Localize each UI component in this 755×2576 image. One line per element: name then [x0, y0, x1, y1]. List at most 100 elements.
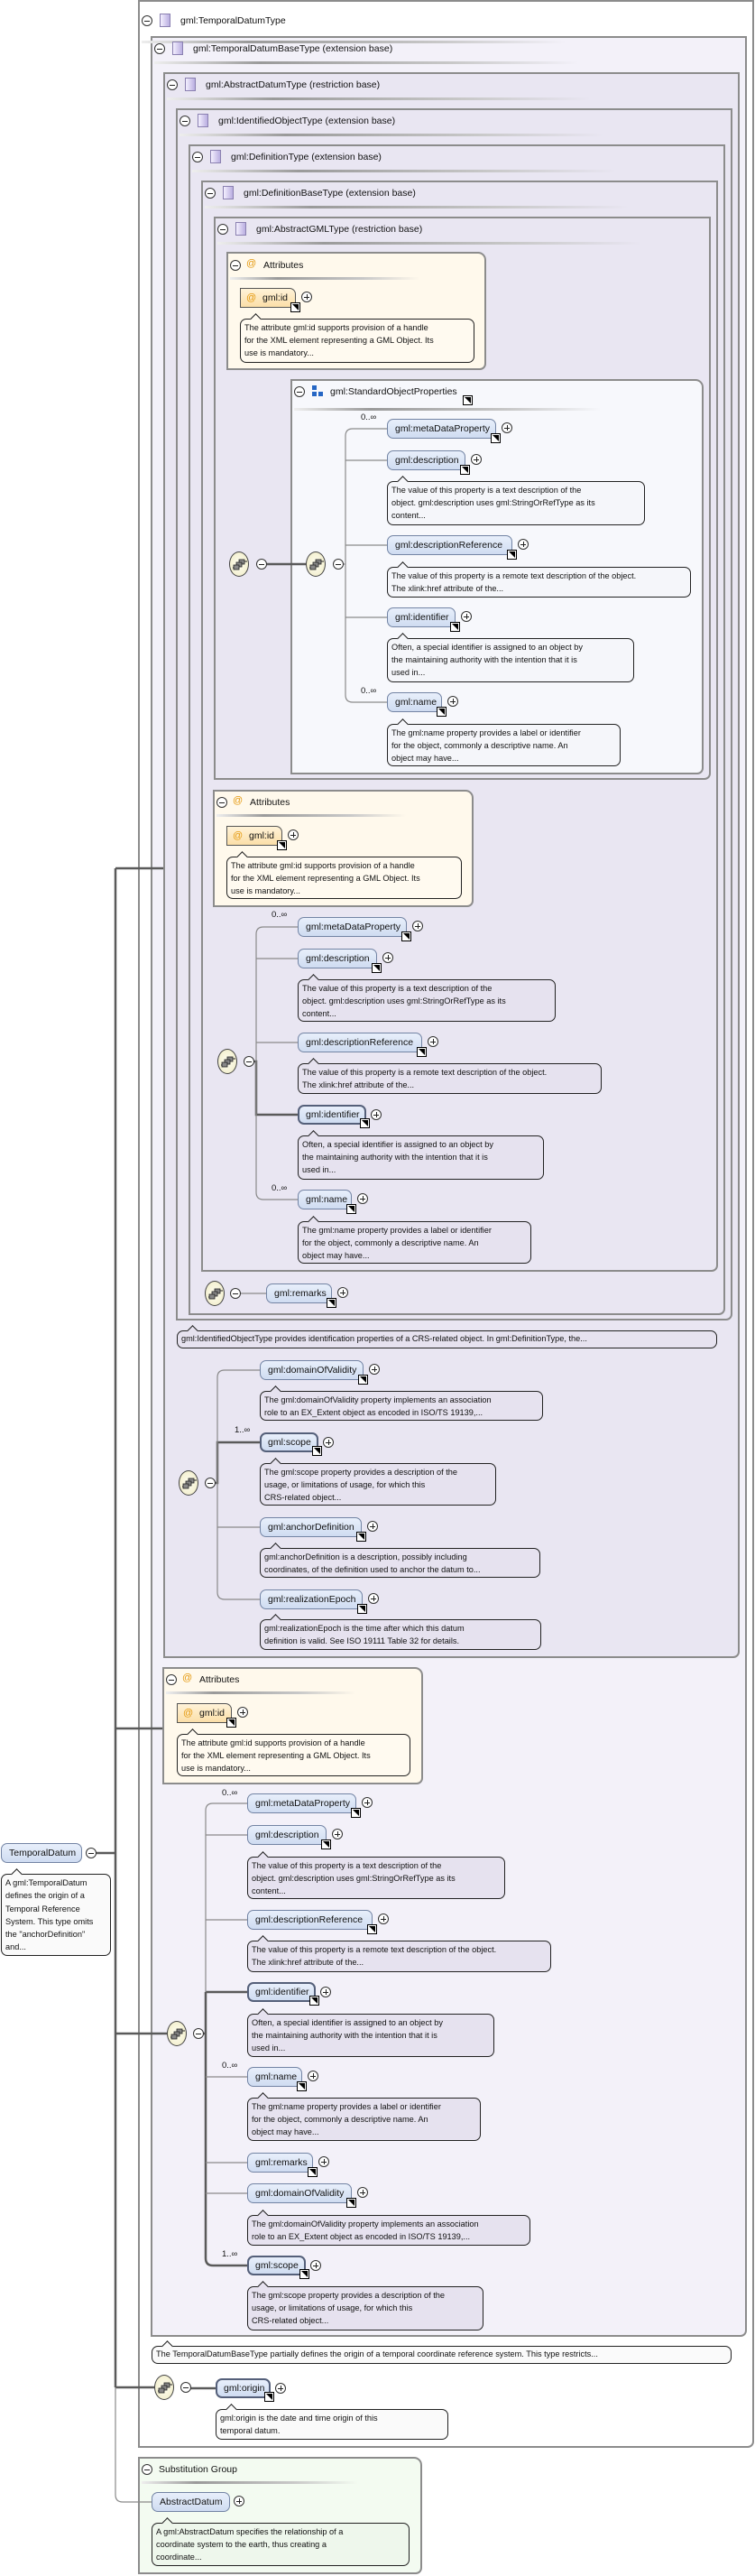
expand-icon[interactable]: [447, 696, 458, 707]
collapse-icon[interactable]: [192, 152, 203, 162]
reference-arrow-icon[interactable]: [321, 1839, 331, 1849]
collapse-icon[interactable]: [216, 797, 227, 808]
reference-arrow-icon[interactable]: [367, 1924, 377, 1934]
reference-arrow-icon[interactable]: [327, 1298, 336, 1308]
reference-arrow-icon[interactable]: [312, 1446, 322, 1456]
reference-arrow-icon[interactable]: [356, 1532, 366, 1542]
element-metadataproperty[interactable]: gml:metaDataProperty: [247, 1793, 373, 1818]
element-temporaldatum[interactable]: TemporalDatum: [1, 1843, 82, 1863]
attribute-gml-id[interactable]: @gml:id: [240, 288, 312, 312]
expand-icon[interactable]: [323, 1437, 334, 1448]
reference-arrow-icon[interactable]: [226, 1718, 236, 1728]
expand-icon[interactable]: [310, 2260, 321, 2271]
sequence-compositor-icon[interactable]: [154, 2375, 174, 2400]
element-remarks[interactable]: gml:remarks: [266, 1283, 348, 1308]
collapse-icon[interactable]: [86, 1848, 97, 1858]
collapse-icon[interactable]: [256, 559, 267, 570]
expand-icon[interactable]: [320, 1987, 331, 1997]
collapse-icon[interactable]: [244, 1056, 254, 1067]
collapse-icon[interactable]: [230, 260, 241, 271]
expand-icon[interactable]: [332, 1829, 343, 1839]
collapse-icon[interactable]: [166, 1674, 177, 1685]
expand-icon[interactable]: [357, 1193, 368, 1204]
element-identifier[interactable]: gml:identifier: [247, 1982, 331, 2006]
reference-arrow-icon[interactable]: [299, 2269, 309, 2279]
attribute-gml-id[interactable]: @gml:id: [226, 826, 299, 850]
element-realizationepoch[interactable]: gml:realizationEpoch: [260, 1589, 379, 1614]
element-identifier[interactable]: gml:identifier: [298, 1105, 382, 1128]
expand-icon[interactable]: [367, 1521, 378, 1532]
reference-arrow-icon[interactable]: [372, 963, 382, 973]
reference-arrow-icon[interactable]: [346, 1204, 356, 1214]
expand-icon[interactable]: [412, 921, 423, 931]
element-description[interactable]: gml:description: [387, 450, 482, 475]
collapse-icon[interactable]: [333, 559, 344, 570]
expand-icon[interactable]: [237, 1707, 248, 1718]
collapse-icon[interactable]: [294, 386, 305, 397]
element-domainofvalidity[interactable]: gml:domainOfValidity: [247, 2183, 368, 2208]
element-descriptionreference[interactable]: gml:descriptionReference: [387, 535, 529, 560]
reference-arrow-icon[interactable]: [463, 395, 473, 405]
expand-icon[interactable]: [308, 2071, 318, 2081]
collapse-icon[interactable]: [217, 224, 228, 235]
reference-arrow-icon[interactable]: [437, 707, 447, 717]
expand-icon[interactable]: [461, 611, 472, 622]
expand-icon[interactable]: [471, 454, 482, 465]
collapse-icon[interactable]: [193, 2028, 204, 2039]
expand-icon[interactable]: [234, 2496, 244, 2507]
element-description[interactable]: gml:description: [247, 1825, 343, 1849]
sequence-compositor-icon[interactable]: [229, 551, 249, 577]
reference-arrow-icon[interactable]: [297, 2081, 307, 2091]
element-description[interactable]: gml:description: [298, 949, 393, 973]
reference-arrow-icon[interactable]: [417, 1047, 427, 1057]
expand-icon[interactable]: [378, 1913, 389, 1924]
collapse-icon[interactable]: [205, 1478, 216, 1488]
reference-arrow-icon[interactable]: [360, 1118, 370, 1128]
element-descriptionreference[interactable]: gml:descriptionReference: [298, 1033, 438, 1057]
element-abstractdatum[interactable]: AbstractDatum: [152, 2492, 244, 2512]
reference-arrow-icon[interactable]: [401, 931, 411, 941]
reference-arrow-icon[interactable]: [351, 1808, 361, 1818]
collapse-icon[interactable]: [154, 43, 165, 54]
element-name[interactable]: gml:name: [298, 1190, 368, 1214]
sequence-compositor-icon[interactable]: [217, 1049, 237, 1074]
sequence-compositor-icon[interactable]: [167, 2021, 187, 2046]
reference-arrow-icon[interactable]: [309, 1996, 319, 2006]
expand-icon[interactable]: [518, 539, 529, 550]
element-scope[interactable]: gml:scope: [247, 2256, 321, 2279]
reference-arrow-icon[interactable]: [491, 433, 501, 443]
expand-icon[interactable]: [301, 292, 312, 302]
element-descriptionreference[interactable]: gml:descriptionReference: [247, 1910, 389, 1934]
collapse-icon[interactable]: [180, 116, 190, 126]
expand-icon[interactable]: [362, 1797, 373, 1808]
element-metadataproperty[interactable]: gml:metaDataProperty: [387, 419, 512, 443]
collapse-icon[interactable]: [180, 2382, 191, 2393]
collapse-icon[interactable]: [142, 15, 152, 26]
collapse-icon[interactable]: [230, 1288, 241, 1299]
element-scope[interactable]: gml:scope: [260, 1432, 334, 1456]
reference-arrow-icon[interactable]: [358, 1375, 368, 1385]
collapse-icon[interactable]: [205, 188, 216, 199]
reference-arrow-icon[interactable]: [450, 622, 460, 632]
expand-icon[interactable]: [288, 829, 299, 840]
reference-arrow-icon[interactable]: [507, 550, 517, 560]
element-origin[interactable]: gml:origin: [216, 2378, 286, 2402]
collapse-icon[interactable]: [167, 79, 178, 90]
sequence-compositor-icon[interactable]: [205, 1281, 225, 1306]
expand-icon[interactable]: [371, 1109, 382, 1120]
reference-arrow-icon[interactable]: [290, 302, 300, 312]
expand-icon[interactable]: [368, 1593, 379, 1604]
sequence-compositor-icon[interactable]: [179, 1470, 198, 1496]
reference-arrow-icon[interactable]: [346, 2198, 356, 2208]
reference-arrow-icon[interactable]: [308, 2167, 318, 2177]
sequence-compositor-icon[interactable]: [306, 551, 326, 577]
expand-icon[interactable]: [428, 1036, 438, 1047]
reference-arrow-icon[interactable]: [264, 2392, 274, 2402]
expand-icon[interactable]: [382, 952, 393, 963]
reference-arrow-icon[interactable]: [277, 840, 287, 850]
element-identifier[interactable]: gml:identifier: [387, 607, 472, 632]
collapse-icon[interactable]: [142, 2464, 152, 2475]
expand-icon[interactable]: [502, 422, 512, 433]
reference-arrow-icon[interactable]: [460, 465, 470, 475]
element-anchordefinition[interactable]: gml:anchorDefinition: [260, 1517, 378, 1542]
